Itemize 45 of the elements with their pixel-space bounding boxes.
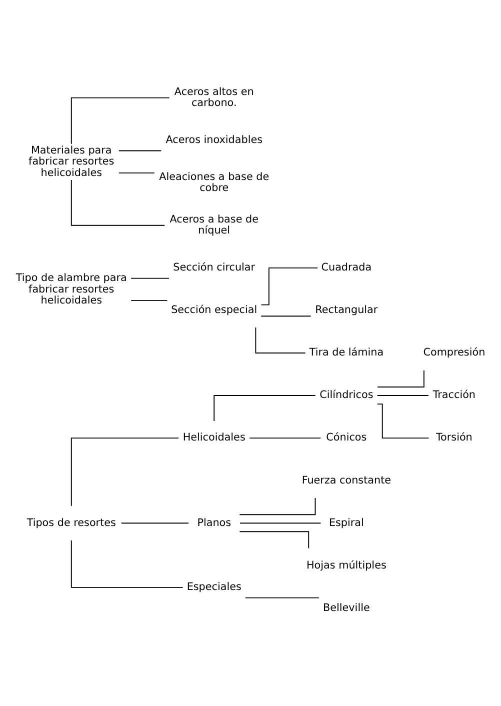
connector bbox=[376, 404, 430, 439]
connector bbox=[118, 172, 155, 174]
node-text: Tipos de resortes bbox=[26, 516, 116, 529]
connector bbox=[214, 395, 316, 422]
connector bbox=[130, 278, 170, 279]
node-text: Aceros altos en carbono. bbox=[174, 86, 254, 110]
connector bbox=[239, 522, 322, 524]
node-text: Aleaciones a base de cobre bbox=[159, 170, 270, 194]
node-text: Tira de lámina bbox=[309, 346, 384, 359]
connector bbox=[255, 327, 306, 354]
node-text: Torsión bbox=[436, 432, 472, 444]
node-text: Cuadrada bbox=[321, 262, 372, 274]
node-text: Tipo de alambre para fabricar resortes helicoidales bbox=[16, 272, 127, 307]
node-text: Hojas múltiples bbox=[306, 559, 386, 572]
connector bbox=[239, 498, 316, 516]
connector bbox=[70, 438, 179, 506]
connector bbox=[377, 370, 424, 388]
node-text: Belleville bbox=[323, 602, 370, 614]
connector bbox=[70, 180, 166, 226]
connector bbox=[118, 150, 162, 152]
connector bbox=[70, 97, 170, 144]
connector bbox=[260, 267, 318, 306]
node-text: Rectangular bbox=[315, 304, 378, 316]
node-text: Cilíndricos bbox=[320, 389, 374, 402]
connector bbox=[260, 316, 312, 317]
connector bbox=[120, 522, 189, 524]
node-text: Cónicos bbox=[326, 432, 367, 444]
node-text: Materiales para fabricar resortes helicoidales bbox=[28, 144, 114, 180]
node-text: Sección especial bbox=[171, 304, 258, 316]
connector bbox=[130, 300, 168, 302]
node-text: Espiral bbox=[328, 516, 364, 529]
node-text: Planos bbox=[197, 516, 232, 529]
connector bbox=[376, 395, 429, 396]
node-text: Especiales bbox=[186, 581, 242, 594]
node-text: Aceros a base de níquel bbox=[170, 213, 258, 237]
node-text: Sección circular bbox=[173, 262, 256, 274]
node-text: Compresión bbox=[423, 346, 486, 359]
connector bbox=[70, 540, 184, 588]
node-text: Tracción bbox=[432, 389, 476, 402]
node-text: Helicoidales bbox=[182, 432, 246, 444]
node-text: Fuerza constante bbox=[302, 474, 392, 486]
connector bbox=[245, 597, 320, 598]
node-text: Aceros inoxidables bbox=[166, 134, 263, 146]
connector bbox=[239, 531, 310, 549]
connector bbox=[249, 438, 322, 439]
